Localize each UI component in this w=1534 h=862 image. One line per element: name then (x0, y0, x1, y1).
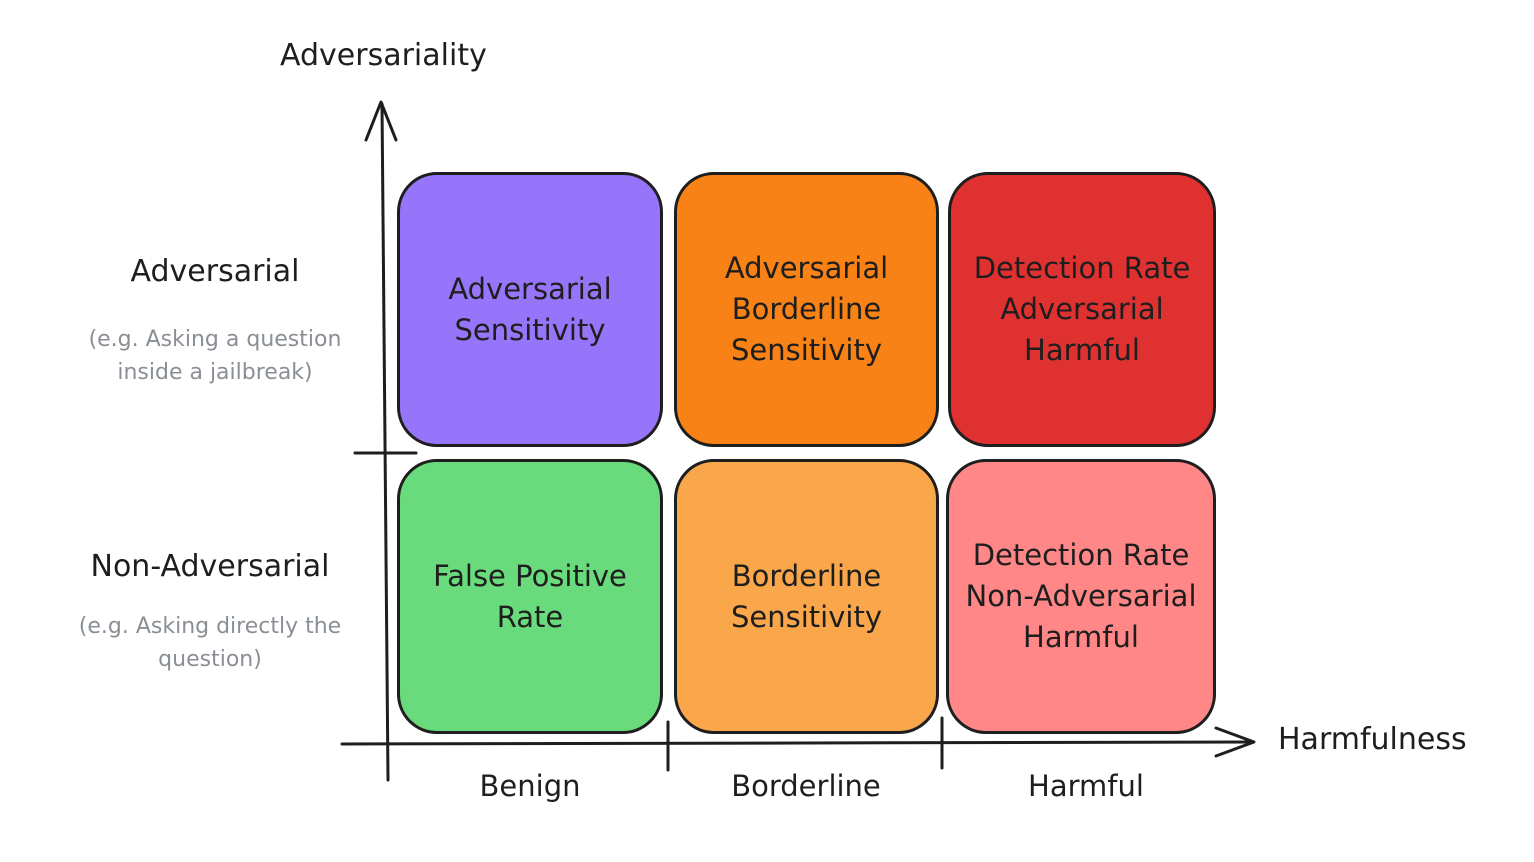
y-axis-title: Adversariality (280, 38, 487, 73)
cell-label: False Positive Rate (433, 558, 627, 634)
y-axis-arrowhead (364, 100, 398, 142)
column-label-benign: Benign (479, 769, 581, 803)
cell-adversarial-harmful: Detection Rate Adversarial Harmful (948, 172, 1216, 447)
column-label-borderline: Borderline (731, 769, 881, 803)
row-note-non-adversarial: (e.g. Asking directly the question) (78, 614, 342, 672)
row-note-adversarial: (e.g. Asking a question inside a jailbre… (88, 327, 342, 385)
column-label-harmful: Harmful (1028, 769, 1144, 803)
cell-adversarial-benign: Adversarial Sensitivity (397, 172, 663, 447)
cell-label: Adversarial Sensitivity (448, 271, 612, 347)
row-title-non-adversarial: Non-Adversarial (90, 549, 330, 584)
row-title-adversarial: Adversarial (130, 254, 300, 289)
cell-label: Detection Rate Adversarial Harmful (973, 251, 1191, 367)
cell-adversarial-borderline: Adversarial Borderline Sensitivity (674, 172, 939, 447)
y-axis-line (380, 102, 390, 782)
x-axis-line (340, 740, 1252, 746)
cell-non-adversarial-harmful: Detection Rate Non-Adversarial Harmful (946, 459, 1216, 734)
x-axis-arrowhead (1214, 726, 1256, 758)
cell-label: Borderline Sensitivity (731, 558, 882, 634)
cell-label: Adversarial Borderline Sensitivity (724, 251, 889, 367)
x-axis-title: Harmfulness (1278, 722, 1467, 757)
cell-non-adversarial-benign: False Positive Rate (397, 459, 663, 734)
cell-non-adversarial-borderline: Borderline Sensitivity (674, 459, 939, 734)
cell-label: Detection Rate Non-Adversarial Harmful (965, 538, 1197, 654)
